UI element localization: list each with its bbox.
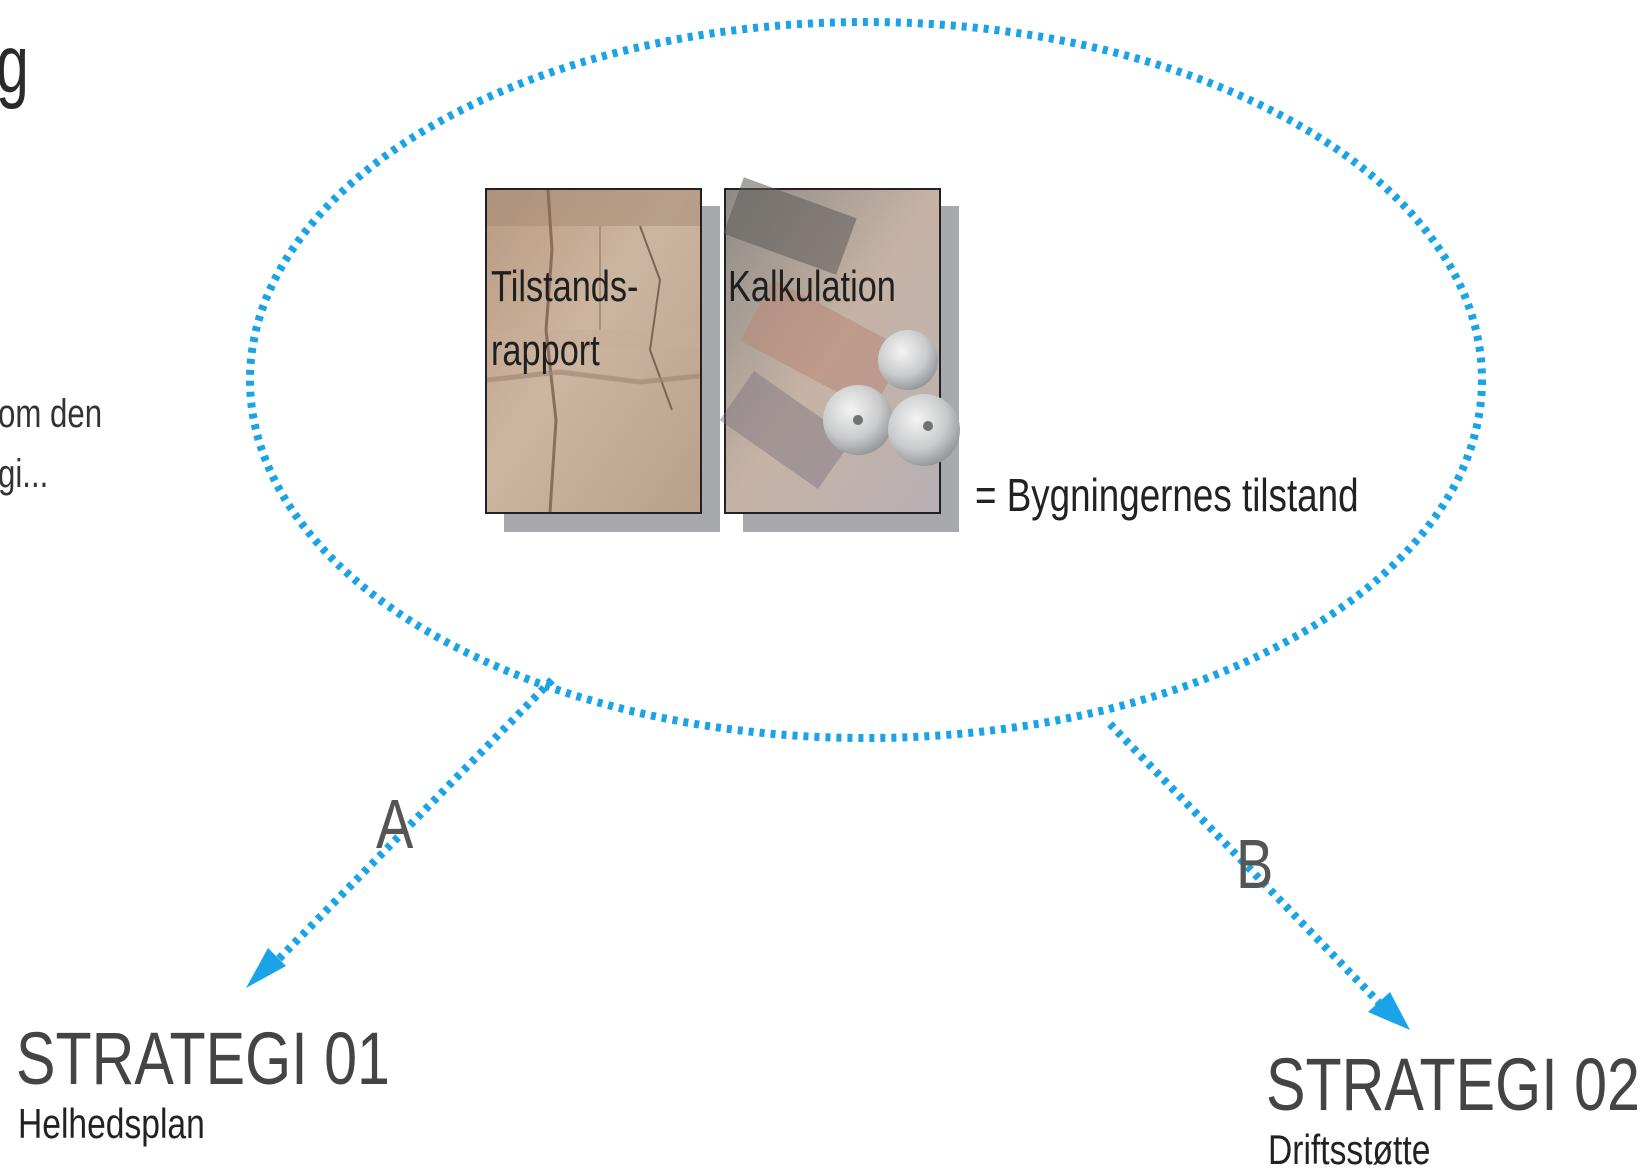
card-image-wall: [485, 188, 702, 514]
page-heading-fragment: g: [0, 18, 29, 112]
card-label-kalkulation: Kalkulation: [728, 262, 896, 311]
dotted-ellipse: [246, 18, 1486, 742]
arrow-head-b-icon: [1368, 992, 1410, 1030]
branch-a-connector: [267, 677, 555, 971]
intro-text-line-2: gi...: [0, 452, 49, 496]
card-image-money: [719, 177, 960, 514]
strategy-01-subtitle: Helhedsplan: [18, 1100, 205, 1147]
strategy-01-title: STRATEGI 01: [16, 1017, 390, 1100]
coin-icon: [888, 394, 960, 466]
branch-letter-a: A: [376, 785, 414, 863]
card-label-tilstandsrapport-line-2: rapport: [491, 326, 600, 375]
arrow-head-a-icon: [246, 948, 286, 988]
card-label-tilstandsrapport-line-1: Tilstands-: [491, 262, 639, 311]
intro-text-line-1: om den: [0, 392, 103, 436]
strategy-02-subtitle: Driftsstøtte: [1268, 1126, 1431, 1173]
strategy-02-title: STRATEGI 02: [1266, 1043, 1640, 1126]
equation-text: = Bygningernes tilstand: [975, 469, 1359, 521]
branch-letter-b: B: [1236, 825, 1274, 903]
branch-b-connector: [1107, 721, 1389, 1013]
coin-icon: [878, 330, 938, 390]
